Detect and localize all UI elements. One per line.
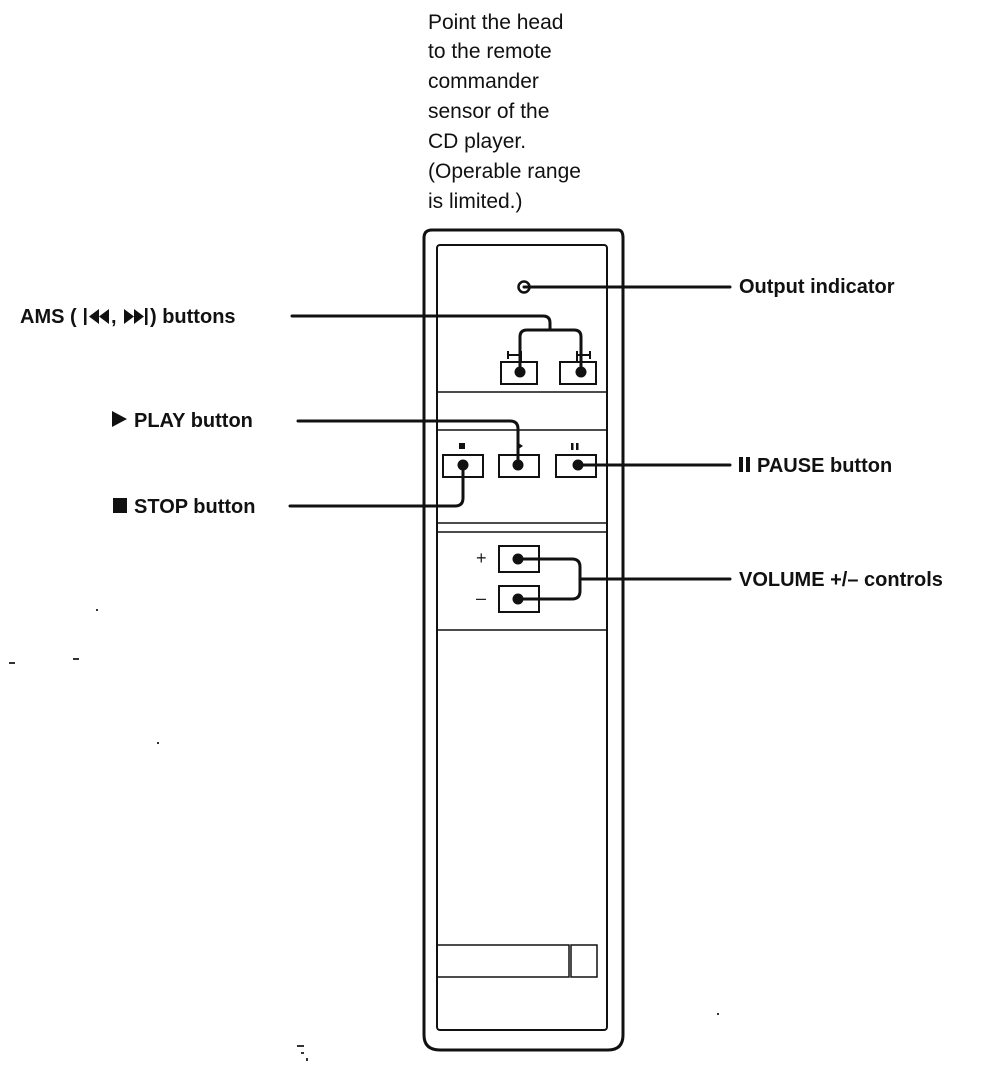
- pause-dot: [572, 459, 584, 471]
- scan-speckles: [9, 609, 719, 1061]
- battery-compartment-right: [570, 944, 598, 978]
- ams-label-suffix: ) buttons: [150, 306, 236, 328]
- output-indicator-label: Output indicator: [739, 276, 895, 298]
- pause-label: PAUSE button: [739, 455, 892, 477]
- stop-dot: [457, 459, 469, 471]
- remote-body: [422, 228, 625, 1052]
- play-dot: [512, 459, 524, 471]
- stop-leader-line: [288, 463, 465, 508]
- pause-label-text: PAUSE button: [757, 455, 892, 477]
- ams-next-button[interactable]: [559, 351, 597, 385]
- instruction-line-6: (Operable range: [428, 160, 581, 183]
- pause-bars-icon: [571, 443, 579, 450]
- volume-plus-dot: [512, 553, 524, 565]
- svg-text:,: ,: [111, 306, 117, 328]
- instruction-line-5: CD player.: [428, 130, 526, 153]
- stop-label-text: STOP button: [134, 496, 255, 518]
- volume-controls-label: VOLUME +/– controls: [739, 569, 943, 591]
- stop-label-icon: [113, 498, 127, 513]
- instruction-line-1: Point the head: [428, 11, 563, 34]
- ams-label: AMS ( , ) buttons: [20, 306, 236, 328]
- ams-next-dot: [575, 366, 587, 378]
- next-track-icon: [576, 351, 591, 362]
- remote-front-panel: [436, 244, 608, 1031]
- instruction-line-2: to the remote: [428, 40, 552, 63]
- ams-label-prefix: AMS (: [20, 306, 77, 328]
- volume-leader-line: [516, 557, 732, 601]
- volume-minus-dot: [512, 593, 524, 605]
- pause-label-icon: [739, 457, 750, 472]
- play-leader-line: [296, 419, 520, 467]
- ams-prev-dot: [514, 366, 526, 378]
- instruction-text: Point the head to the remote commander s…: [428, 11, 581, 213]
- stop-label: STOP button: [113, 496, 255, 518]
- instruction-line-7: is limited.): [428, 190, 523, 213]
- play-label-text: PLAY button: [134, 410, 253, 432]
- remote-outer-casing: [422, 228, 625, 1052]
- instruction-line-4: sensor of the: [428, 100, 549, 123]
- volume-plus-mark: +: [476, 548, 487, 568]
- instruction-line-3: commander: [428, 70, 539, 93]
- ams-symbols-icon: ,: [84, 306, 148, 328]
- play-label: PLAY button: [112, 410, 253, 432]
- stop-square-icon: [459, 443, 465, 449]
- play-label-icon: [112, 411, 127, 427]
- ams-leader-line: [290, 314, 583, 374]
- battery-compartment-left: [436, 944, 570, 978]
- volume-minus-mark: –: [476, 588, 486, 608]
